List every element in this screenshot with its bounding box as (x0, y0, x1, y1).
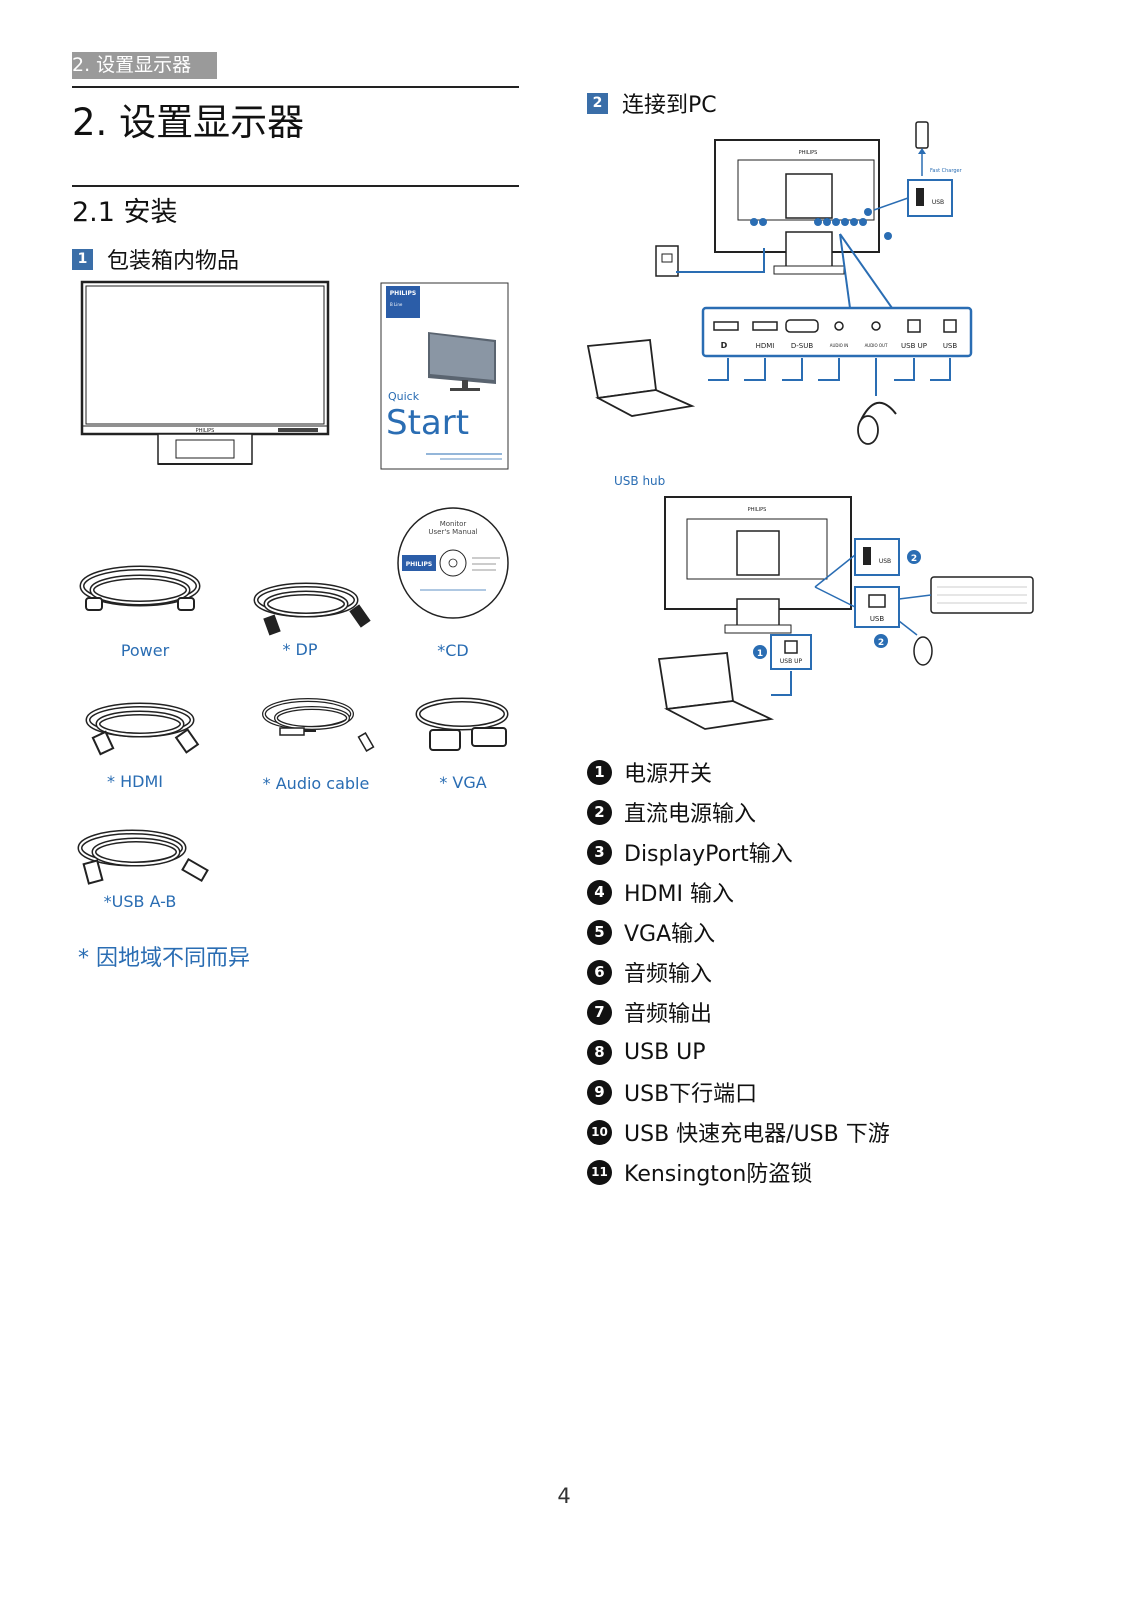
step-badge: 1 (72, 248, 93, 270)
caption-audio: * Audio cable (262, 774, 370, 793)
caption-usb-ab: *USB A-B (103, 892, 177, 911)
region-note: * 因地域不同而异 (78, 946, 250, 971)
section-rule (72, 185, 519, 187)
legend-text: VGA输入 (624, 922, 716, 947)
box-contents-title: 包装箱内物品 (107, 249, 240, 274)
caption-dp: * DP (282, 640, 318, 659)
hub-badge-2b: 2 (878, 638, 884, 648)
legend-num: 3 (587, 839, 612, 865)
usb-ab-cable-icon (77, 829, 209, 885)
legend-item: 5 VGA输入 (587, 912, 890, 952)
audio-cable-icon (262, 698, 375, 752)
legend-num: 5 (587, 919, 612, 945)
qs-brand: PHILIPS (390, 290, 416, 297)
legend-text: USB 快速充电器/USB 下游 (624, 1122, 890, 1147)
dp-port-glyph: D (721, 341, 728, 350)
chapter-rule (72, 86, 519, 88)
port-label-usb: USB (943, 342, 958, 350)
legend-item: 7 音频输出 (587, 992, 890, 1032)
quick-start-booklet: PHILIPS B Line Quick Start (380, 282, 509, 470)
header-tab: 2. 设置显示器 (72, 52, 217, 79)
legend-text: HDMI 输入 (624, 882, 734, 907)
qs-line: B Line (390, 302, 403, 307)
connect-title: 连接到PC (622, 93, 717, 118)
legend-text: USB UP (624, 1039, 706, 1065)
chapter-title: 2. 设置显示器 (72, 101, 305, 144)
legend-num: 6 (587, 959, 612, 985)
monitor-front-illustration: PHILIPS (80, 280, 330, 465)
legend-item: 6 音频输入 (587, 952, 890, 992)
legend-text: Kensington防盗锁 (624, 1162, 813, 1187)
usb-hub-diagram: PHILIPS USB 2 USB 2 USB UP 1 (657, 496, 1034, 730)
caption-hdmi: * HDMI (107, 772, 163, 791)
legend-num: 11 (587, 1159, 612, 1185)
hub-badge-2a: 2 (911, 554, 917, 564)
legend-text: 音频输出 (624, 1002, 713, 1027)
legend-text: 音频输入 (624, 962, 713, 987)
hdmi-cable-icon (85, 702, 200, 756)
back-brand: PHILIPS (799, 150, 818, 156)
power-cable-icon (79, 565, 201, 611)
side-usb-label: USB (932, 199, 944, 206)
legend-num: 9 (587, 1079, 612, 1105)
connection-diagram: Fast Charger PHILIPS USB D HDMI D-SUB AU… (586, 121, 973, 445)
legend-num: 7 (587, 999, 612, 1025)
hub-usb-label-mid: USB (870, 615, 885, 623)
legend-item: 1 电源开关 (587, 752, 890, 792)
legend-text: USB下行端口 (624, 1082, 758, 1107)
caption-power: Power (120, 641, 170, 660)
legend-item: 9 USB下行端口 (587, 1072, 890, 1112)
page-number: 4 (557, 1484, 571, 1508)
monitor-brand: PHILIPS (196, 428, 215, 434)
legend-item: 3 DisplayPort输入 (587, 832, 890, 872)
cd-brand: PHILIPS (406, 561, 432, 568)
hub-badge-1: 1 (757, 649, 763, 659)
legend-text: 电源开关 (624, 762, 713, 787)
section-title: 2.1 安装 (72, 197, 178, 228)
legend-num: 10 (587, 1119, 612, 1145)
hub-usb-up-label: USB UP (780, 658, 803, 665)
port-label-hdmi: HDMI (756, 342, 775, 350)
port-label-audio-out: AUDIO OUT (865, 343, 888, 348)
qs-quick: Quick (388, 390, 420, 403)
hub-usb-label-top: USB (879, 558, 891, 565)
connect-heading: 2 连接到PC (587, 87, 717, 119)
cd-line2: User's Manual (428, 528, 477, 536)
vga-cable-icon (415, 697, 509, 751)
legend-num: 4 (587, 879, 612, 905)
caption-cd: *CD (437, 641, 469, 660)
dp-cable-icon (253, 582, 371, 636)
fast-charger-label: Fast Charger (930, 168, 963, 174)
legend-item: 2 直流电源输入 (587, 792, 890, 832)
cd-disc: Monitor User's Manual PHILIPS (397, 507, 509, 619)
hub-back-brand: PHILIPS (748, 507, 767, 513)
legend-item: 8 USB UP (587, 1032, 890, 1072)
port-label-usb-up: USB UP (901, 342, 927, 350)
port-label-dsub: D-SUB (791, 342, 813, 350)
legend-num: 2 (587, 799, 612, 825)
legend-num: 8 (587, 1039, 612, 1065)
usb-hub-label: USB hub (614, 474, 666, 488)
box-contents-heading: 1 包装箱内物品 (72, 243, 239, 275)
step-badge: 2 (587, 92, 608, 114)
legend-num: 1 (587, 759, 612, 785)
caption-vga: * VGA (439, 773, 487, 792)
legend-item: 4 HDMI 输入 (587, 872, 890, 912)
port-label-audio-in: AUDIO IN (830, 343, 849, 348)
legend-text: DisplayPort输入 (624, 842, 793, 867)
legend-item: 11 Kensington防盗锁 (587, 1152, 890, 1192)
qs-start: Start (386, 403, 469, 443)
legend-text: 直流电源输入 (624, 802, 757, 827)
legend-item: 10 USB 快速充电器/USB 下游 (587, 1112, 890, 1152)
cd-line1: Monitor (440, 520, 467, 528)
